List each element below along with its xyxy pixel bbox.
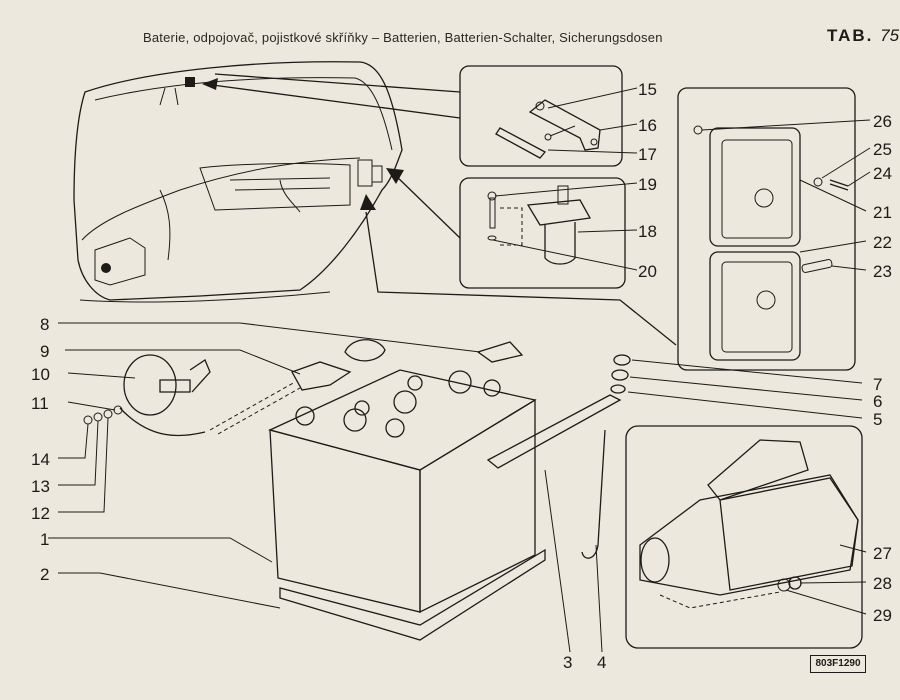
part-label-24: 24: [873, 164, 892, 183]
battery-clamp: [486, 394, 622, 559]
table-number: TAB. 75: [827, 26, 899, 46]
part-label-5: 5: [873, 410, 882, 429]
page-header: Baterie, odpojovač, pojistkové skříňky –…: [0, 24, 900, 54]
part-label-9: 9: [40, 342, 49, 361]
part-label-3: 3: [563, 653, 572, 672]
part-label-8: 8: [40, 315, 49, 334]
part-label-7: 7: [873, 375, 882, 394]
part-label-28: 28: [873, 574, 892, 593]
part-label-16: 16: [638, 116, 657, 135]
part-label-14: 14: [31, 450, 50, 469]
part-label-6: 6: [873, 392, 882, 411]
disconnect-switch: [83, 354, 211, 437]
leader-lines: [48, 87, 871, 653]
tab-number: 75: [880, 26, 900, 45]
part-number-labels: 8 9 10 11 14 13 12 1 2 3 4 15 16 17 19 1…: [31, 80, 892, 672]
part-label-25: 25: [873, 140, 892, 159]
detail-box-battery-switch: [459, 177, 626, 289]
part-label-11: 11: [31, 394, 49, 413]
detail-box-fuse-boxes: [677, 87, 856, 371]
detail-box-switch-bracket: [459, 65, 623, 167]
drawing-code: 803F1290: [810, 655, 866, 673]
reference-arrows: [202, 73, 677, 346]
part-label-29: 29: [873, 606, 892, 625]
battery: [268, 369, 546, 641]
car-rear-outline: [73, 61, 403, 303]
part-label-2: 2: [40, 565, 49, 584]
part-label-19: 19: [638, 175, 657, 194]
part-label-26: 26: [873, 112, 892, 131]
part-label-23: 23: [873, 262, 892, 281]
part-label-10: 10: [31, 365, 50, 384]
page-title: Baterie, odpojovač, pojistkové skříňky –…: [143, 30, 663, 45]
part-label-13: 13: [31, 477, 50, 496]
part-label-27: 27: [873, 544, 892, 563]
part-label-20: 20: [638, 262, 657, 281]
battery-cables: [209, 339, 524, 435]
part-label-21: 21: [873, 203, 892, 222]
tab-label: TAB.: [827, 26, 874, 45]
part-label-12: 12: [31, 504, 50, 523]
part-label-4: 4: [597, 653, 606, 672]
part-label-1: 1: [40, 530, 49, 549]
detail-box-starter: [625, 425, 863, 649]
washers-5-6-7: [610, 354, 631, 394]
part-label-22: 22: [873, 233, 892, 252]
part-label-15: 15: [638, 80, 657, 99]
part-label-17: 17: [638, 145, 657, 164]
part-label-18: 18: [638, 222, 657, 241]
